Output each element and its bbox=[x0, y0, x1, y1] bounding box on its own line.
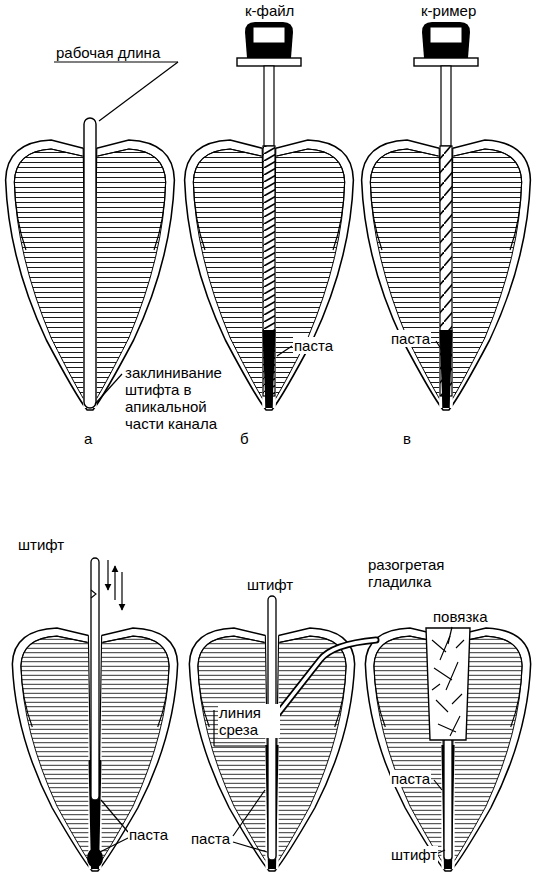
callout-label: штифт bbox=[247, 576, 293, 593]
leader-line bbox=[434, 780, 442, 790]
callout-label: заклинивание штифта в апикальной части к… bbox=[124, 364, 236, 432]
callout-label: паста bbox=[293, 337, 334, 354]
file-handle bbox=[253, 27, 285, 43]
motion-arrow bbox=[114, 566, 115, 600]
leader-line bbox=[99, 62, 178, 121]
paste bbox=[440, 330, 453, 408]
callout-label: б bbox=[240, 430, 249, 447]
pin-notch bbox=[91, 590, 96, 598]
stopper bbox=[414, 58, 478, 66]
leader-line bbox=[95, 374, 122, 404]
callout-label: паста bbox=[390, 770, 431, 787]
callout-label: к-файл bbox=[245, 2, 294, 19]
callout-label: повязка bbox=[432, 608, 489, 625]
leader-line bbox=[100, 838, 128, 852]
callout-label: паста bbox=[128, 826, 169, 843]
pin bbox=[84, 118, 96, 408]
tooth bbox=[365, 628, 530, 871]
tooth bbox=[362, 140, 531, 410]
paste bbox=[263, 330, 276, 408]
leader-line bbox=[448, 627, 452, 644]
bracket bbox=[213, 710, 214, 746]
callout-label: в bbox=[403, 430, 411, 447]
callout-label: а bbox=[84, 430, 92, 447]
callout-label: паста bbox=[190, 830, 231, 847]
leader-line bbox=[233, 842, 267, 852]
callout-label: к-ример bbox=[421, 2, 476, 19]
callout-label: разогретая гладилка bbox=[368, 556, 478, 590]
motion-arrow bbox=[121, 572, 122, 610]
leader-line bbox=[54, 61, 178, 62]
stopper bbox=[237, 58, 301, 66]
callout-label: рабочая длина bbox=[56, 44, 160, 61]
cut-line bbox=[214, 745, 266, 746]
reamer-handle bbox=[422, 22, 470, 58]
pin bbox=[444, 738, 452, 860]
leader-line bbox=[436, 341, 443, 352]
leader-line bbox=[277, 346, 292, 356]
reamer-handle bbox=[430, 27, 462, 43]
callout-label: паста bbox=[390, 330, 431, 347]
file-shaft bbox=[264, 66, 274, 146]
callout-label: линия среза bbox=[218, 704, 280, 738]
leader-line bbox=[233, 790, 265, 836]
file-handle bbox=[245, 22, 293, 58]
paste bbox=[87, 848, 103, 868]
callout-label: штифт bbox=[18, 536, 64, 553]
pin bbox=[91, 558, 99, 800]
motion-arrow bbox=[107, 560, 108, 590]
leader-line bbox=[101, 800, 128, 832]
callout-label: штифт bbox=[390, 846, 438, 863]
reamer-shaft bbox=[441, 66, 451, 146]
dressing-hatch bbox=[432, 636, 464, 736]
dressing bbox=[426, 628, 470, 740]
